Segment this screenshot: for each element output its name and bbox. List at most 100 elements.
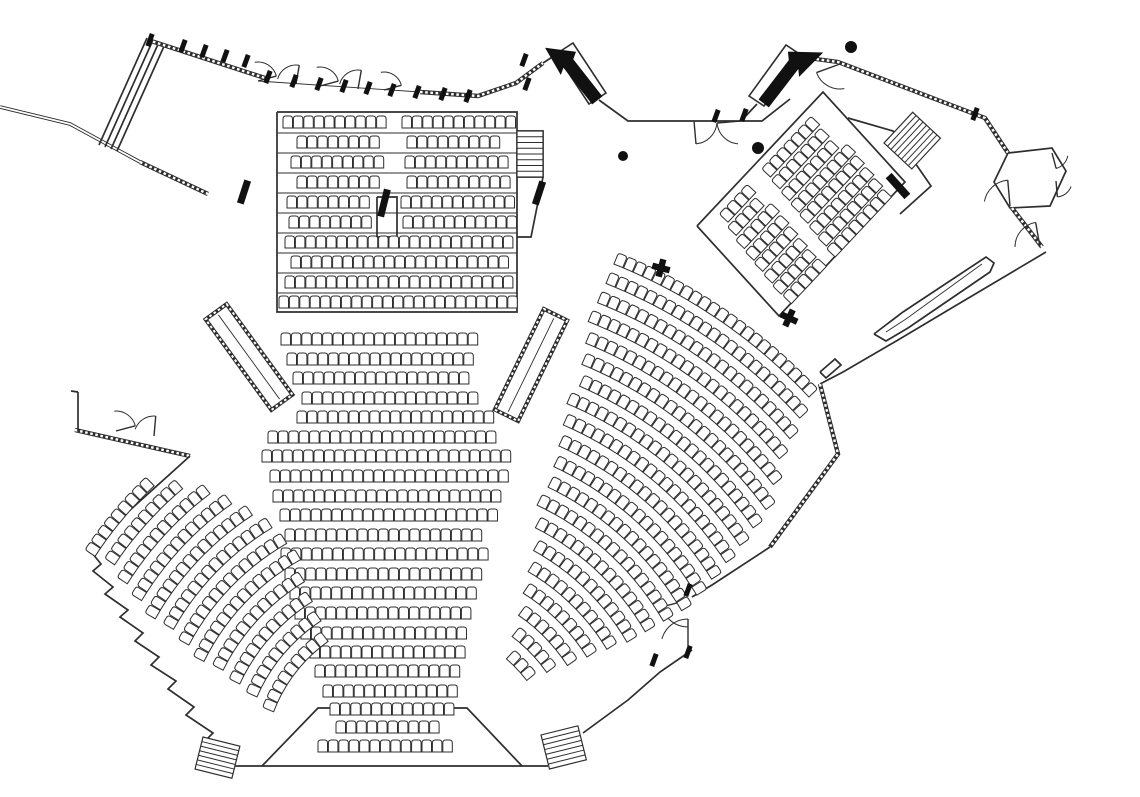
seat [615,394,631,410]
seat [600,510,616,526]
seat [603,411,618,428]
seat [616,323,631,339]
seat [324,664,336,678]
seat [477,155,488,169]
seat [174,597,191,613]
seat [487,508,498,522]
seat [386,371,397,385]
seat [778,166,795,182]
seat [652,500,668,516]
seat [415,255,426,269]
seat [209,620,226,636]
seat [282,449,293,463]
seat [667,429,683,446]
seat [697,321,713,338]
seat [544,573,560,590]
stair-step [201,741,239,752]
seat [816,147,833,164]
seat [727,522,744,538]
seat [361,295,373,309]
wall [98,37,148,146]
seat [761,401,777,417]
seat [837,190,854,206]
seat [402,215,413,229]
stairs-outline [194,736,241,779]
seat [467,332,479,346]
seat [645,523,662,539]
seat [338,135,349,149]
seat [290,155,301,169]
seat [760,461,776,478]
seat [110,508,127,524]
seat [384,332,395,346]
seat [215,580,232,596]
seat [414,586,425,600]
door-leaf [1034,222,1041,248]
seat [632,261,647,277]
seat [327,135,339,149]
seat [357,275,368,289]
seat [338,195,349,209]
wall-core [139,160,209,196]
seat [363,547,375,561]
seat [262,655,278,671]
seat [390,739,401,753]
door-leaf [115,425,136,432]
seat [302,371,314,385]
seat [222,603,239,619]
seat [292,449,304,463]
seat [600,362,615,378]
seat [305,567,316,581]
wall [598,98,791,122]
seat [631,538,647,554]
seat [608,575,624,591]
seat [739,352,755,369]
seat [445,508,457,522]
seat [257,597,273,614]
seat [785,395,801,412]
seat [460,606,472,620]
seat [447,684,458,698]
seat [589,476,605,493]
seat [334,449,345,463]
seat [722,366,738,382]
seat [180,589,197,605]
seat [596,291,611,307]
seat [783,226,799,242]
seat [396,449,408,463]
seat [301,332,312,346]
seat [373,469,384,483]
seat [669,280,685,296]
seat [562,460,577,477]
seat [367,275,379,289]
seat [332,547,343,561]
seat [565,486,581,503]
seat [362,586,373,600]
seat [415,547,427,561]
seat [415,391,427,405]
seat [212,524,229,541]
door-swing-arc [277,64,300,80]
seat [776,147,792,163]
seat [345,720,357,734]
seat [713,472,730,489]
seat [124,525,140,541]
seat [235,621,252,637]
column-post [314,77,324,91]
seat [653,319,668,335]
seating-section-rear-balcony [278,115,518,309]
seat [294,235,306,249]
seat [384,391,396,405]
seat [356,720,367,734]
door-swing-arc [661,618,689,640]
seat [819,167,835,183]
wall-core [147,38,269,81]
seat [290,624,306,640]
seat [269,469,280,483]
seat [568,625,585,642]
seat [467,255,478,269]
seat [699,556,716,572]
seat [400,352,412,366]
seat [475,215,486,229]
seat [558,435,573,451]
